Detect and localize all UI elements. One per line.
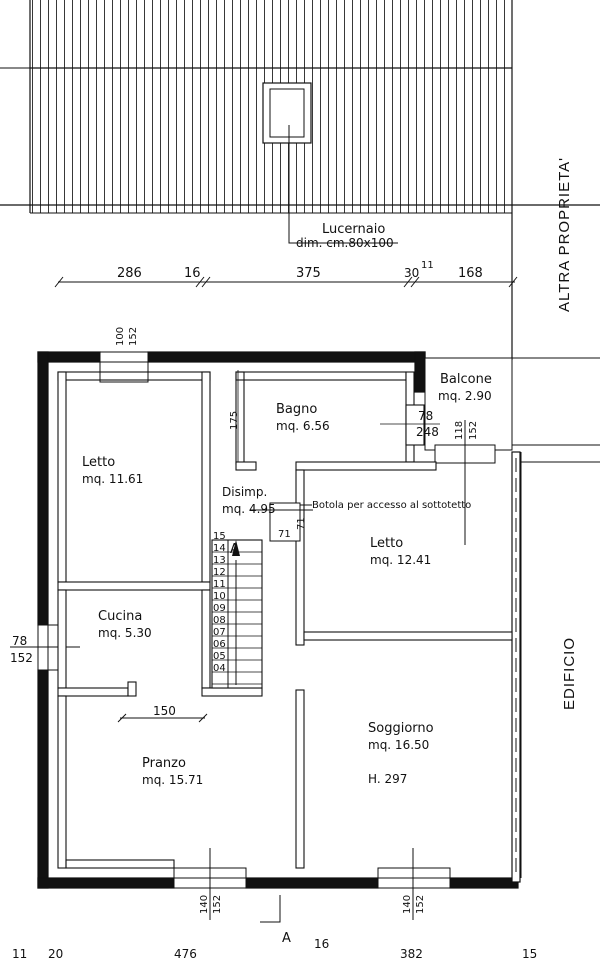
- skylight: [262, 82, 398, 244]
- win-bal-152: 152: [468, 421, 479, 440]
- hatch: [250, 502, 313, 542]
- room-soggiorno-height: H. 297: [368, 772, 407, 786]
- room-pranzo-area: mq. 15.71: [142, 773, 203, 787]
- win-top-152: 152: [128, 327, 139, 346]
- stair-step-12: 12: [213, 567, 226, 578]
- dim-bottom-382: 382: [400, 947, 423, 960]
- skylight-dim: dim. cm.80x100: [296, 236, 394, 250]
- room-disimp-name: Disimp.: [222, 485, 267, 499]
- stair-step-07: 07: [213, 627, 226, 638]
- room-disimp-area: mq. 4.95: [222, 502, 276, 516]
- room-cucina-area: mq. 5.30: [98, 626, 152, 640]
- dim-top-286: 286: [117, 266, 142, 281]
- dim-top-11: 11: [421, 260, 434, 271]
- stair-step-14: 14: [213, 543, 226, 554]
- dim-bottom-11: 11: [12, 947, 27, 960]
- room-bagno-name: Bagno: [276, 402, 317, 417]
- altra-proprieta-label: ALTRA PROPRIETA': [556, 157, 573, 312]
- win-left-78: 78: [12, 634, 27, 648]
- dim-top-30: 30: [404, 266, 419, 280]
- roof-area: [0, 0, 600, 360]
- room-pranzo-name: Pranzo: [142, 756, 186, 771]
- win-br-140: 140: [402, 895, 413, 914]
- dim-bottom-476: 476: [174, 947, 197, 960]
- hatch-71: 71: [278, 529, 291, 540]
- window-top: [99, 351, 149, 383]
- dim-bottom-20: 20: [48, 947, 63, 960]
- win-br-152: 152: [415, 895, 426, 914]
- skylight-label: Lucernaio: [322, 222, 385, 237]
- window-bottom-right: [377, 848, 451, 920]
- room-bagno-area: mq. 6.56: [276, 419, 330, 433]
- room-letto1-name: Letto: [82, 455, 115, 470]
- dim-top-168: 168: [458, 266, 483, 281]
- room-balcone-area: mq. 2.90: [438, 389, 492, 403]
- room-letto2-name: Letto: [370, 536, 403, 551]
- dim-150: 150: [153, 704, 176, 718]
- win-bl-140: 140: [199, 895, 210, 914]
- stair-step-15: 15: [213, 531, 226, 542]
- room-letto2-area: mq. 12.41: [370, 553, 431, 567]
- room-soggiorno-name: Soggiorno: [368, 721, 434, 736]
- section-mark-a: A: [282, 931, 291, 946]
- dim-bottom-15: 15: [522, 947, 537, 960]
- win-top-100: 100: [115, 327, 126, 346]
- stair-step-05: 05: [213, 651, 226, 662]
- stair-step-10: 10: [213, 591, 226, 602]
- win-bl-152: 152: [212, 895, 223, 914]
- room-soggiorno-area: mq. 16.50: [368, 738, 429, 752]
- dim-top-16: 16: [184, 266, 201, 281]
- stair-step-08: 08: [213, 615, 226, 626]
- stair-step-11: 11: [213, 579, 226, 590]
- top-dimension-line: [54, 276, 518, 288]
- stair-step-09: 09: [213, 603, 226, 614]
- interior-walls: [57, 371, 513, 869]
- room-cucina-name: Cucina: [98, 609, 142, 624]
- bath-door-78: 78: [418, 409, 433, 423]
- edificio-label: EDIFICIO: [561, 637, 578, 710]
- dim-bottom-16: 16: [314, 937, 329, 951]
- room-letto1-area: mq. 11.61: [82, 472, 143, 486]
- bath-door-248: 248: [416, 425, 439, 439]
- hatch-note: Botola per accesso al sottotetto: [312, 500, 471, 511]
- stair-step-06: 06: [213, 639, 226, 650]
- hatch-71b: 71: [296, 517, 307, 530]
- dim-top-375: 375: [296, 266, 321, 281]
- staircase: [211, 539, 263, 689]
- stair-step-13: 13: [213, 555, 226, 566]
- room-balcone-name: Balcone: [440, 372, 492, 387]
- balcony: [424, 357, 600, 545]
- stair-step-04: 04: [213, 663, 226, 674]
- stair-arrow-label: A: [230, 542, 239, 557]
- win-bal-118: 118: [454, 421, 465, 440]
- window-bottom-left: [173, 848, 247, 920]
- dim-175: 175: [229, 411, 240, 430]
- win-left-152: 152: [10, 651, 33, 665]
